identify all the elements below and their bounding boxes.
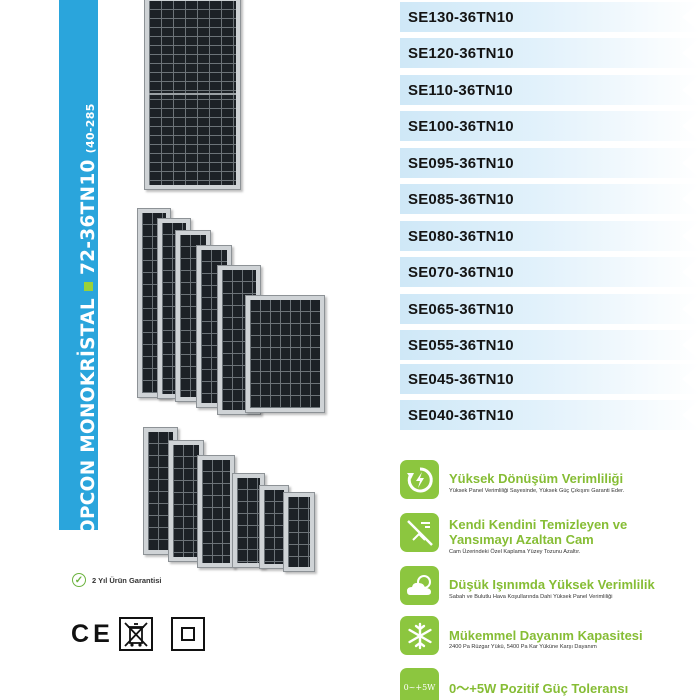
tolerance-icon-label: 0~+5W (403, 683, 436, 692)
warranty-note: ✓ 2 Yıl Ürün Garantisi (72, 573, 161, 587)
warranty-label: 2 Yıl Ürün Garantisi (92, 575, 162, 585)
side-title-model: 72-36TN10 (78, 159, 99, 276)
side-title-band (59, 0, 98, 530)
feature-power-tolerance: 0~+5W 0～+5W Pozitif Güç Toleransı (400, 668, 700, 700)
model-row: SE065-36TN10 (400, 294, 700, 324)
model-name: SE110-36TN10 (408, 82, 513, 99)
snowflake-icon (400, 616, 439, 655)
model-name: SE085-36TN10 (408, 191, 514, 208)
model-name: SE045-36TN10 (408, 371, 514, 388)
green-square-icon (83, 282, 93, 292)
model-row: SE120-36TN10 (400, 38, 700, 68)
model-name: SE100-36TN10 (408, 118, 514, 135)
recycle-bolt-icon (400, 460, 439, 499)
feature-high-efficiency: Yüksek Dönüşüm Verimliliği Yüksek Panel … (400, 460, 700, 500)
feature-desc: Sabah ve Bulutlu Hava Koşullarında Dahi … (449, 594, 613, 600)
model-name: SE070-36TN10 (408, 264, 514, 281)
solar-panel (197, 455, 235, 568)
feature-desc: Yüksek Panel Verimliliği Sayesinde, Yüks… (449, 488, 625, 494)
model-row: SE100-36TN10 (400, 111, 700, 141)
model-name: SE055-36TN10 (408, 337, 514, 354)
cloud-sun-icon (400, 566, 439, 605)
model-name: SE095-36TN10 (408, 155, 514, 172)
feature-title: Yüksek Dönüşüm Verimliliği (449, 471, 624, 486)
solar-panel (283, 492, 315, 572)
model-row: SE055-36TN10 (400, 330, 700, 360)
feature-title-line: Kendi Kendini Temizleyen ve (449, 517, 628, 532)
check-icon: ✓ (72, 573, 86, 587)
model-name: SE120-36TN10 (408, 45, 514, 62)
model-name: SE130-36TN10 (408, 9, 514, 26)
tolerance-icon: 0~+5W (400, 668, 439, 700)
feature-title: Kendi Kendini Temizleyen ve Yansımayı Az… (449, 517, 627, 547)
model-row: SE085-36TN10 (400, 184, 700, 214)
model-row: SE040-36TN10 (400, 400, 700, 430)
feature-title: 0～+5W Pozitif Güç Toleransı (449, 681, 629, 696)
model-name: SE065-36TN10 (408, 301, 514, 318)
side-title: TOPCON MONOKRİSTAL 72-36TN10 (40-285 (78, 103, 99, 548)
ce-mark-icon: C E (71, 620, 111, 648)
feature-desc: 2400 Pa Rüzgar Yükü, 5400 Pa Kar Yüküne … (449, 644, 597, 650)
model-row: SE070-36TN10 (400, 257, 700, 287)
side-title-main: TOPCON MONOKRİSTAL (78, 298, 99, 548)
class-ii-icon (171, 617, 205, 651)
glass-reflection-icon (400, 513, 439, 552)
model-row: SE130-36TN10 (400, 2, 700, 32)
feature-low-irradiance: Düşük Işınımda Yüksek Verimlilik Sabah v… (400, 566, 700, 606)
model-row: SE110-36TN10 (400, 75, 700, 105)
side-title-range: (40-285 (84, 103, 97, 154)
model-row: SE045-36TN10 (400, 364, 700, 394)
feature-desc: Cam Üzerindeki Özel Kaplama Yüzey Tozunu… (449, 549, 581, 555)
solar-panel-large (144, 0, 241, 190)
feature-title: Mükemmel Dayanım Kapasitesi (449, 628, 643, 643)
feature-title-line: Yansımayı Azaltan Cam (449, 532, 594, 547)
weee-bin-icon (119, 617, 153, 651)
model-name: SE080-36TN10 (408, 228, 514, 245)
feature-durability: Mükemmel Dayanım Kapasitesi 2400 Pa Rüzg… (400, 616, 700, 656)
model-name: SE040-36TN10 (408, 407, 514, 424)
model-row: SE080-36TN10 (400, 221, 700, 251)
feature-self-cleaning: Kendi Kendini Temizleyen ve Yansımayı Az… (400, 513, 700, 555)
model-row: SE095-36TN10 (400, 148, 700, 178)
feature-title: Düşük Işınımda Yüksek Verimlilik (449, 577, 655, 592)
solar-panel (245, 295, 325, 413)
